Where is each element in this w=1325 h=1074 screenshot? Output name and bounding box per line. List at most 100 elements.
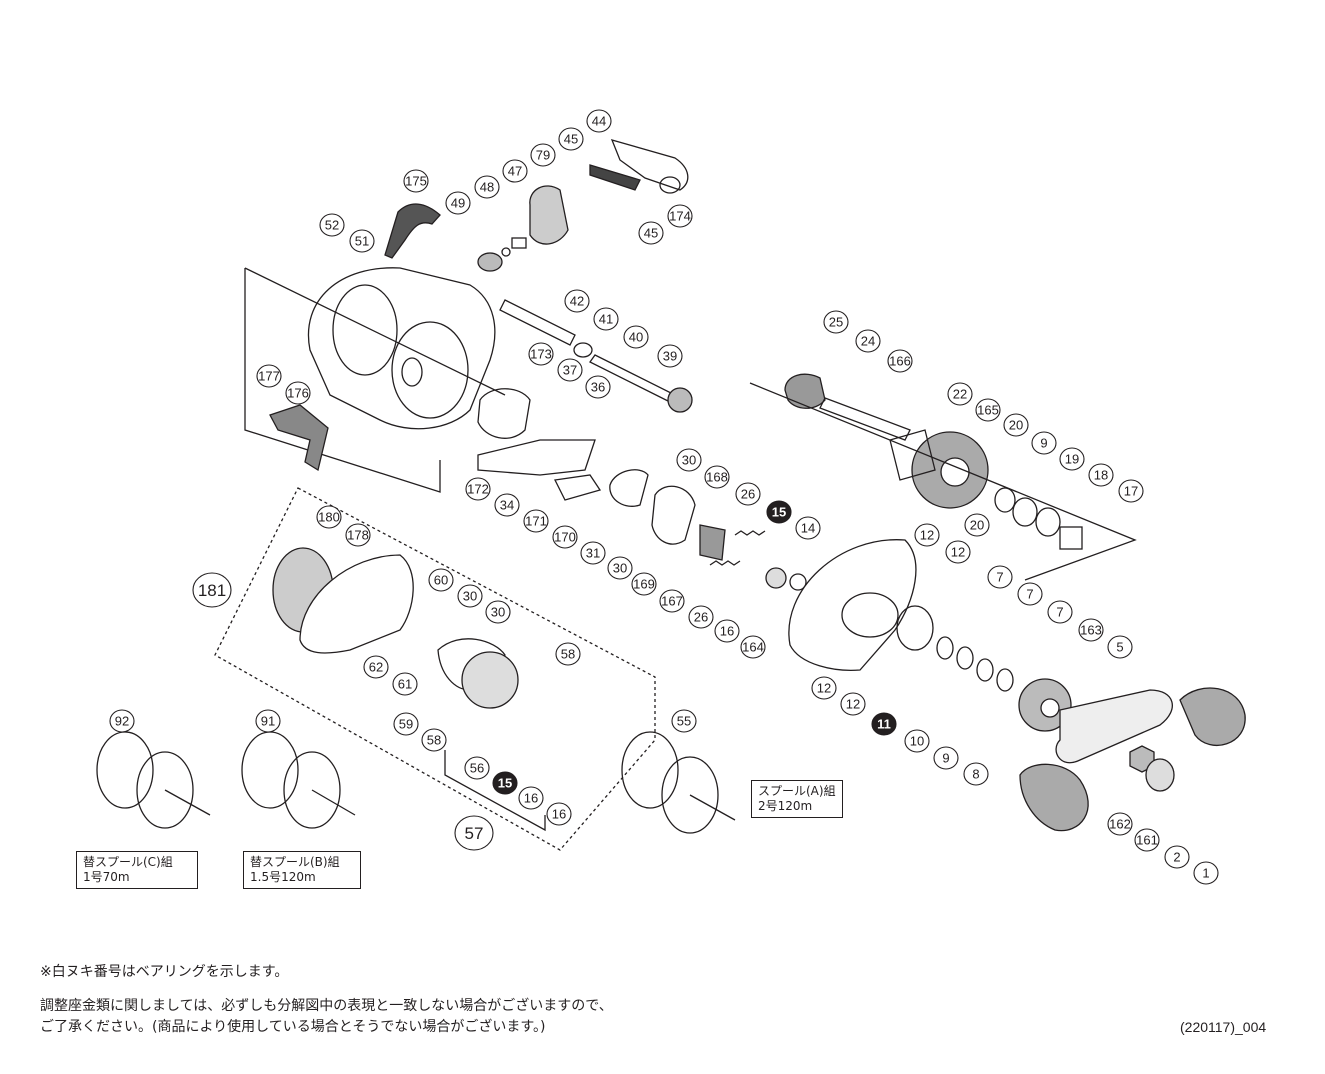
label-text: 45 xyxy=(644,226,658,241)
label-text: 180 xyxy=(318,510,340,525)
label-circle xyxy=(1107,812,1133,836)
part-label-42: 42 xyxy=(564,289,590,313)
label-text: 9 xyxy=(1040,436,1047,451)
label-text: 24 xyxy=(861,334,875,349)
washer-9a xyxy=(994,487,1016,513)
label-circle xyxy=(964,513,990,537)
label-text: 26 xyxy=(741,487,755,502)
part-label-178: 178 xyxy=(345,523,371,547)
part-label-60: 60 xyxy=(428,568,454,592)
cap-161 xyxy=(1145,758,1175,792)
part-label-175: 175 xyxy=(403,169,429,193)
label-text: 51 xyxy=(355,234,369,249)
part-label-45: 45 xyxy=(558,127,584,151)
frame-body xyxy=(307,267,496,430)
label-text: 174 xyxy=(669,209,691,224)
cam-31 xyxy=(609,469,649,507)
label-circle xyxy=(474,175,500,199)
part-label-12: 12 xyxy=(840,692,866,716)
label-circle xyxy=(1078,618,1104,642)
part-label-9: 9 xyxy=(933,746,959,770)
label-circle xyxy=(855,329,881,353)
assembly-181-outline xyxy=(214,487,656,851)
label-circle xyxy=(464,756,490,780)
label-text: 22 xyxy=(953,387,967,402)
star-drag-163-hub xyxy=(1040,698,1060,718)
part-label-16: 16 xyxy=(518,786,544,810)
label-circle xyxy=(1017,582,1043,606)
label-circle xyxy=(192,572,232,608)
part-label-20: 20 xyxy=(1003,413,1029,437)
label-text: 30 xyxy=(613,561,627,576)
label-circle xyxy=(933,746,959,770)
label-circle xyxy=(623,325,649,349)
label-circle xyxy=(319,213,345,237)
part-label-171: 171 xyxy=(523,509,549,533)
label-text: 30 xyxy=(463,589,477,604)
spool-55-shaft xyxy=(689,794,736,821)
part-label-62: 62 xyxy=(363,655,389,679)
note-shim-line2: ご了承ください。(商品により使用している場合とそうでない場合がございます。) xyxy=(40,1019,546,1035)
label-circle xyxy=(494,493,520,517)
label-text: 163 xyxy=(1080,623,1102,638)
part-label-8: 8 xyxy=(963,762,989,786)
label-text: 176 xyxy=(287,386,309,401)
part-label-92: 92 xyxy=(109,709,135,733)
label-text: 10 xyxy=(910,734,924,749)
label-circle xyxy=(871,712,897,736)
document-id: (220117)_004 xyxy=(1180,1019,1267,1035)
label-text: 12 xyxy=(817,681,831,696)
part-label-172: 172 xyxy=(465,477,491,501)
part-label-12: 12 xyxy=(811,676,837,700)
part-label-51: 51 xyxy=(349,229,375,253)
label-circle xyxy=(659,589,685,613)
part-label-40: 40 xyxy=(623,325,649,349)
spool-91-front xyxy=(241,731,299,809)
part-label-162: 162 xyxy=(1107,812,1133,836)
spool-92-front xyxy=(96,731,154,809)
part-label-165: 165 xyxy=(975,398,1001,422)
label-text: 8 xyxy=(972,767,979,782)
label-circle xyxy=(887,349,913,373)
clip-176 xyxy=(269,404,329,472)
part-label-169: 169 xyxy=(631,572,657,596)
label-circle xyxy=(811,676,837,700)
label-circle xyxy=(740,635,766,659)
spool-91-back xyxy=(283,751,341,829)
washer-7c xyxy=(976,658,994,682)
part-label-163: 163 xyxy=(1078,618,1104,642)
part-label-164: 164 xyxy=(740,635,766,659)
label-text: 169 xyxy=(633,577,655,592)
part-label-18: 18 xyxy=(1088,463,1114,487)
part-label-161: 161 xyxy=(1134,828,1160,852)
label-text: 59 xyxy=(399,717,413,732)
part-label-25: 25 xyxy=(823,310,849,334)
label-text: 7 xyxy=(1056,605,1063,620)
label-circle xyxy=(1047,600,1073,624)
label-circle xyxy=(255,709,281,733)
part-label-24: 24 xyxy=(855,329,881,353)
gear-39 xyxy=(667,387,693,413)
levelwind-44-arm xyxy=(589,164,641,191)
label-circle xyxy=(671,709,697,733)
sideplate-178 xyxy=(299,554,414,654)
label-circle xyxy=(586,109,612,133)
label-text: 62 xyxy=(369,660,383,675)
shaft-42 xyxy=(499,299,576,346)
brake-plate-59 xyxy=(437,638,506,691)
handle-knob-right xyxy=(1179,687,1246,746)
label-text: 18 xyxy=(1094,468,1108,483)
part-label-26: 26 xyxy=(735,482,761,506)
frame-outline xyxy=(244,268,441,493)
label-text: 1 xyxy=(1202,866,1209,881)
label-text: 42 xyxy=(570,294,584,309)
label-text: 56 xyxy=(470,761,484,776)
assembly-57-outline xyxy=(444,750,546,832)
label-text: 30 xyxy=(682,453,696,468)
label-circle xyxy=(393,712,419,736)
label-text: 7 xyxy=(1026,587,1033,602)
part-label-52: 52 xyxy=(319,213,345,237)
label-circle xyxy=(1059,447,1085,471)
part-label-49: 49 xyxy=(445,191,471,215)
bush-41 xyxy=(573,342,593,358)
